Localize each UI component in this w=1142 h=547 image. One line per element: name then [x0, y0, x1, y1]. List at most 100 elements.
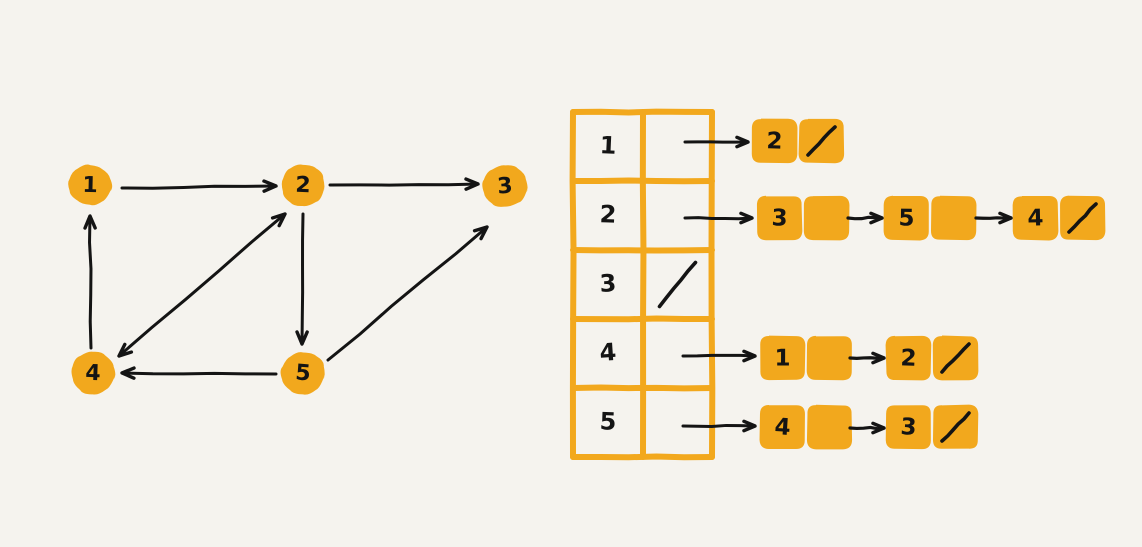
table-arrow-row-1: [683, 135, 750, 149]
list-node-value-cell: [760, 335, 806, 381]
list-node-null-slash: [940, 411, 971, 443]
graph-node-4[interactable]: 4: [71, 351, 117, 395]
table-row-divider-3: [570, 315, 715, 323]
list-node-null-slash: [940, 342, 971, 374]
node-label-5: 5: [294, 360, 311, 386]
graph-edge-4-to-2: [117, 212, 287, 358]
table-arrow-row-2: [683, 211, 754, 225]
graph-node-1[interactable]: 1: [68, 164, 114, 206]
arrow-head: [83, 214, 97, 230]
table-row-key-5: 5: [599, 407, 617, 436]
graph-node-5[interactable]: 5: [280, 352, 326, 395]
table-row-key-1: 1: [599, 131, 617, 160]
list-node-value: 5: [898, 205, 914, 231]
table-arrow-row-4: [681, 349, 757, 363]
table-row-divider-4: [570, 384, 715, 392]
arrow-head: [472, 225, 489, 241]
arrow-head: [464, 177, 480, 191]
table-row-key-2: 2: [599, 200, 617, 229]
graph-node-3[interactable]: 3: [482, 165, 529, 207]
list-node-value: 3: [771, 205, 788, 231]
list-node-value-cell: [756, 195, 803, 241]
list-node-value-cell: [883, 195, 929, 241]
arrow-head: [120, 366, 136, 380]
list-node-null-slash: [806, 125, 837, 157]
list-node-value: 2: [900, 345, 917, 372]
graph-nodes: 1 2 3 4 5: [68, 164, 529, 395]
list-node[interactable]: 4: [759, 404, 853, 450]
table-row[interactable]: 2: [599, 200, 617, 229]
arrow-head: [117, 342, 134, 358]
arrow-head: [871, 421, 886, 435]
list-node[interactable]: 4: [1012, 195, 1106, 241]
list-node[interactable]: 5: [883, 195, 977, 241]
list-node-pointer-cell: [806, 404, 853, 450]
list-node-value: 4: [1027, 205, 1044, 231]
arrow-head: [270, 212, 287, 228]
node-label-4: 4: [85, 361, 101, 386]
list-chain-arrows: [846, 211, 1013, 435]
adjacency-table: 1 2 3 4 5: [569, 108, 716, 461]
arrow-head: [869, 211, 884, 225]
graph-edge-5-to-3: [326, 225, 489, 362]
arrow-head: [735, 135, 750, 149]
list-node-value: 4: [774, 414, 792, 441]
node-label-2: 2: [295, 173, 311, 199]
table-row[interactable]: 1: [599, 131, 617, 160]
graph-edge-2-to-3: [328, 177, 480, 191]
list-node[interactable]: 2: [751, 118, 845, 164]
arrow-head: [262, 179, 278, 193]
arrow-head: [998, 211, 1013, 225]
table-arrow-row-5: [681, 419, 757, 433]
table-row-key-4: 4: [599, 338, 618, 367]
list-node[interactable]: 3: [885, 404, 979, 450]
graph-edge-5-to-4: [120, 366, 278, 380]
linked-list-for-key-1: 2: [751, 118, 845, 164]
chain-arrow-2-1: [974, 211, 1013, 225]
list-node-value: 2: [766, 128, 783, 154]
table-row-key-3: 3: [599, 269, 617, 298]
graph-edge-2-to-5: [295, 212, 309, 346]
chain-arrow-2-0: [846, 211, 884, 225]
chain-arrow-5-3: [848, 421, 886, 435]
table-row[interactable]: 3: [599, 260, 698, 309]
node-circle-3: [482, 165, 529, 207]
list-node[interactable]: 2: [885, 335, 979, 381]
node-circle-4: [71, 351, 117, 395]
node-circle-5: [280, 352, 326, 395]
table-border-left: [569, 109, 577, 460]
list-node-value-cell: [751, 118, 798, 164]
arrow-head: [739, 211, 754, 225]
node-circle-1: [68, 164, 114, 206]
node-label-1: 1: [82, 173, 98, 198]
graph-node-2[interactable]: 2: [281, 164, 325, 207]
table-row[interactable]: 5: [599, 407, 617, 436]
arrow-head: [295, 330, 309, 346]
table-to-list-arrows: [681, 135, 757, 433]
list-node[interactable]: 3: [756, 195, 850, 241]
arrow-head: [871, 351, 886, 365]
list-node-value-cell: [1012, 195, 1059, 241]
list-node-value-cell: [885, 335, 932, 381]
graph-edge-4-to-1: [83, 214, 97, 350]
graph-edges: [83, 177, 489, 380]
list-node-pointer-cell: [803, 195, 850, 241]
chain-arrow-4-2: [848, 351, 886, 365]
list-node-value: 3: [900, 414, 917, 441]
list-node-pointer-cell: [806, 335, 852, 381]
node-circle-2: [281, 164, 325, 207]
node-label-3: 3: [496, 173, 513, 199]
linked-list-for-key-2: 3 5 4: [756, 195, 1106, 241]
null-slash-row-3: [657, 260, 698, 309]
table-row[interactable]: 4: [599, 338, 618, 367]
table-column-divider: [639, 109, 647, 460]
list-node[interactable]: 1: [760, 335, 852, 381]
list-node-pointer-cell: [930, 195, 977, 241]
list-node-value-cell: [759, 404, 805, 450]
list-node-value: 1: [774, 345, 790, 371]
list-node-value-cell: [885, 405, 931, 450]
